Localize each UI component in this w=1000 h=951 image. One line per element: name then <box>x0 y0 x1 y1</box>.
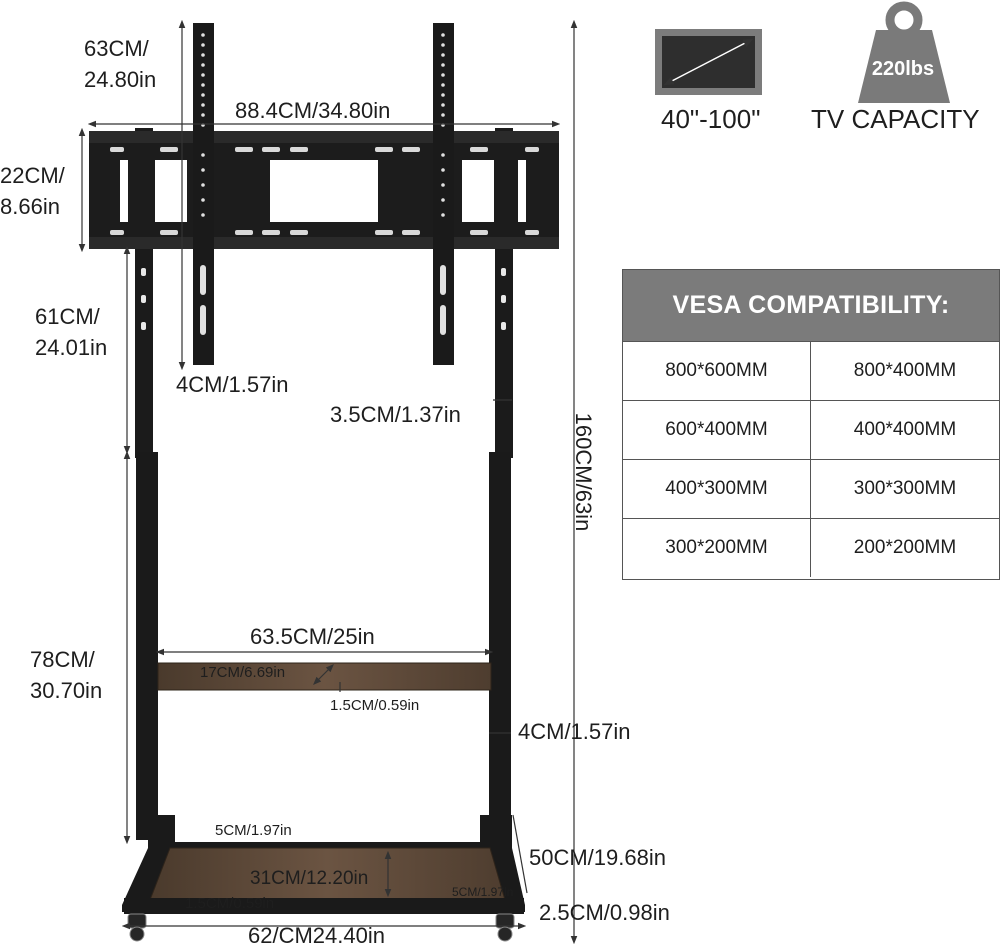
base-depth-label: 31CM/12.20in <box>250 868 369 889</box>
wheel-height-label: 2.5CM/0.98in <box>539 900 670 925</box>
weight-value: 220lbs <box>871 58 935 80</box>
vesa-cell: 800*600MM <box>623 341 811 400</box>
lower-pole-in: 30.70in <box>30 678 103 703</box>
tv-size-icon <box>655 29 762 95</box>
vesa-table-body: 800*600MM 800*400MM 600*400MM 400*400MM … <box>623 341 999 577</box>
arm-height-in: 24.80in <box>84 67 157 92</box>
shelf-width-label: 63.5CM/25in <box>250 624 375 649</box>
dimension-lines <box>78 19 578 945</box>
base-post-side-label: 5CM/1.97in <box>452 885 514 899</box>
vesa-cell: 200*200MM <box>811 518 999 577</box>
vesa-cell: 600*400MM <box>623 400 811 459</box>
lower-pole-width-label: 4CM/1.57in <box>518 719 631 744</box>
vesa-cell: 400*300MM <box>623 459 811 518</box>
mount-height-cm: 22CM/ <box>0 163 65 188</box>
vesa-arms <box>193 23 454 365</box>
arm-width-label: 4CM/1.57in <box>176 372 289 397</box>
vesa-cell: 300*300MM <box>811 459 999 518</box>
mount-frame <box>89 131 559 249</box>
upper-pole-cm: 61CM/ <box>35 304 100 329</box>
upper-pole-in: 24.01in <box>35 335 108 360</box>
mount-slots <box>110 147 539 235</box>
lower-poles <box>136 452 511 840</box>
total-height-label: 160CM/63in <box>571 412 596 532</box>
vesa-table-title: VESA COMPATIBILITY: <box>623 270 999 341</box>
arm-height-cm: 63CM/ <box>84 36 149 61</box>
lower-pole-cm: 78CM/ <box>30 647 95 672</box>
base-height-label: 50CM/19.68in <box>529 845 666 870</box>
shelf-depth-label: 17CM/6.69in <box>200 664 286 681</box>
vesa-cell: 800*400MM <box>811 341 999 400</box>
mount-height-in: 8.66in <box>0 194 60 219</box>
tv-size-range: 40"-100" <box>661 104 761 134</box>
base-thickness-label: 1.5CM/0.59in <box>185 895 275 912</box>
base-post-label: 5CM/1.97in <box>215 822 292 839</box>
vesa-compatibility-table: VESA COMPATIBILITY: 800*600MM 800*400MM … <box>622 269 1000 580</box>
vesa-cell: 300*200MM <box>623 518 811 577</box>
weight-icon <box>858 1 950 103</box>
shelf-thickness-label: 1.5CM/0.59in <box>330 697 420 714</box>
base-width-label: 62/CM24.40in <box>248 923 385 948</box>
pole-holes <box>141 268 506 330</box>
tv-capacity-label: TV CAPACITY <box>811 104 980 134</box>
vesa-cell: 400*400MM <box>811 400 999 459</box>
mount-width-label: 88.4CM/34.80in <box>235 98 391 123</box>
pole-width-label: 3.5CM/1.37in <box>330 402 461 427</box>
